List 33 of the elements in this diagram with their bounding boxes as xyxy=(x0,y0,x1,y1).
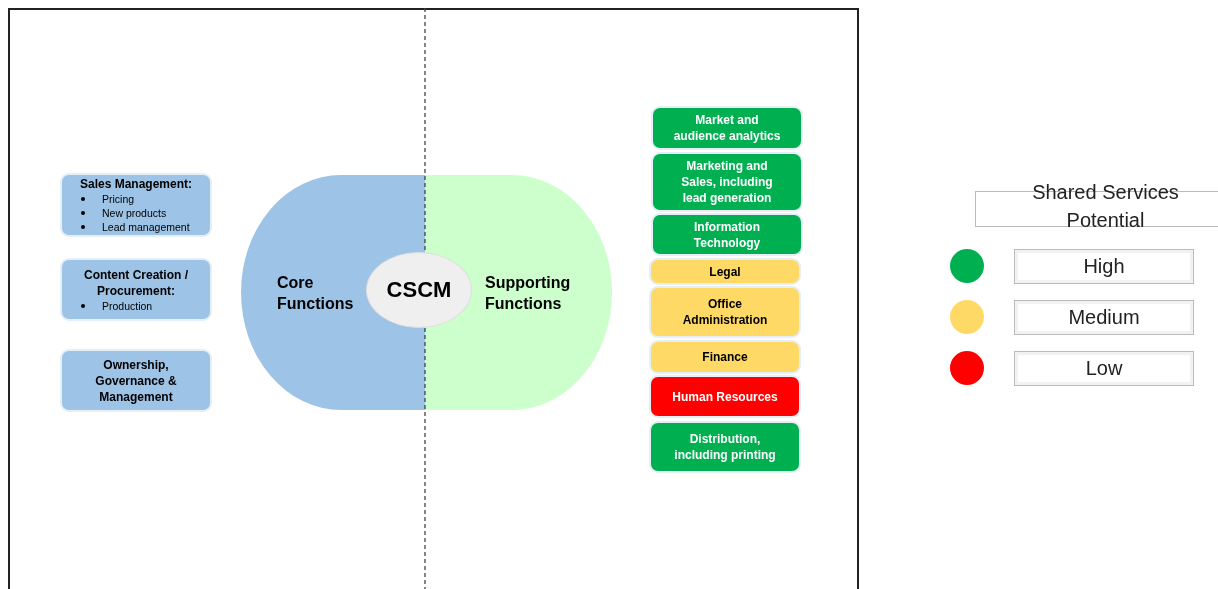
node-text: Core Functions xyxy=(277,272,355,314)
legend-label: High xyxy=(1014,249,1194,284)
function-box xyxy=(651,423,799,471)
legend-title-text: Shared Services Potential xyxy=(1031,180,1180,233)
node-text: Supporting Functions xyxy=(485,272,572,314)
node-text: Information Technology xyxy=(692,218,762,251)
node-text: Content Creation / Procurement: xyxy=(83,266,189,299)
node-text: Marketing and Sales, including lead generation xyxy=(680,158,774,206)
function-box xyxy=(653,215,801,254)
node-text: Legal xyxy=(708,263,742,280)
function-box xyxy=(62,175,210,235)
node-text: Ownership, Governance & Management xyxy=(94,356,178,405)
node-text: Distribution, including printing xyxy=(673,431,777,463)
function-box xyxy=(62,260,210,319)
node-text: Human Resources xyxy=(671,388,779,405)
node-text: Finance xyxy=(701,349,749,365)
list-item: Production xyxy=(102,299,153,312)
list-item: Lead management xyxy=(102,221,190,233)
node-text: Sales Management: xyxy=(79,176,192,192)
function-box xyxy=(651,342,799,372)
legend-label: Medium xyxy=(1014,300,1194,335)
function-box xyxy=(651,288,799,336)
function-box xyxy=(651,377,799,416)
list-item: New products xyxy=(102,207,167,219)
legend-label: Low xyxy=(1014,351,1194,386)
function-box xyxy=(651,260,799,283)
list-item: Pricing xyxy=(102,193,135,205)
node-text: CSCM xyxy=(386,277,452,303)
function-box xyxy=(653,154,801,210)
node-text: Market and audience analytics xyxy=(672,112,782,144)
node-text: Office Administration xyxy=(681,296,769,328)
function-box xyxy=(653,108,801,148)
function-box xyxy=(62,351,210,410)
